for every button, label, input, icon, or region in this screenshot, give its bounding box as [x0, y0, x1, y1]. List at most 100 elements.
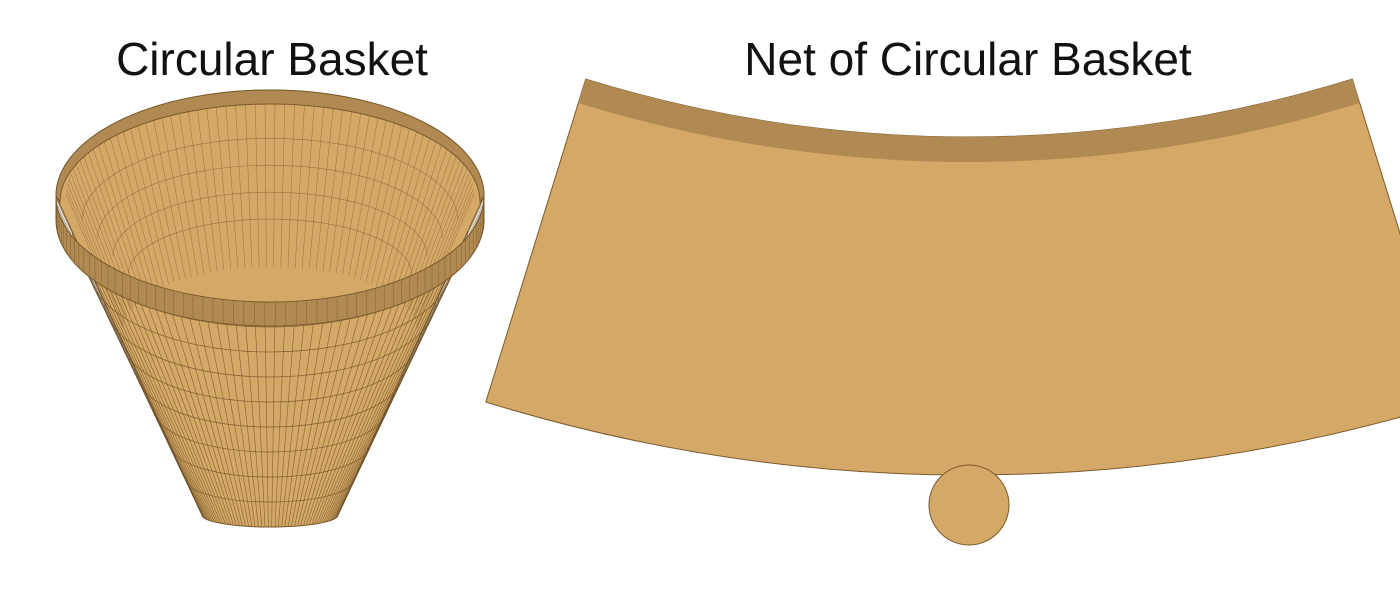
- weave-strip-inner-line: [254, 96, 260, 268]
- weave-strip-inner-line: [385, 134, 432, 292]
- weave-strip-inner-line: [178, 106, 205, 274]
- basket-weave-verticals: [55, 96, 485, 528]
- weave-strip-inner-line: [196, 102, 218, 272]
- weave-strip-inner-line: [129, 123, 169, 285]
- weave-band-arc: [104, 302, 436, 378]
- weave-strip-inner-line: [342, 108, 371, 276]
- weave-strip-inner-line: [348, 111, 380, 277]
- weave-strip-inner-line: [335, 106, 362, 274]
- weave-strip-inner-line: [287, 96, 296, 268]
- weave-strip-line: [287, 298, 328, 527]
- weave-strip-line: [278, 301, 297, 527]
- weave-strip-inner-line: [308, 99, 325, 270]
- weave-strip-inner-line: [371, 123, 411, 285]
- weave-strip-line: [311, 279, 402, 525]
- weave-strip-inner-line: [136, 120, 175, 283]
- weave-strip-inner-line: [380, 130, 425, 289]
- weave-strip-line: [325, 256, 446, 523]
- weave-strip-line: [243, 301, 262, 527]
- weave-strip-inner-line: [108, 134, 155, 292]
- weave-strip-inner-line: [244, 96, 253, 268]
- weave-strip-inner-line: [215, 99, 232, 270]
- net-base-circle: [928, 464, 1010, 546]
- weave-strip-line: [294, 294, 348, 527]
- weave-strip-inner-line: [415, 183, 473, 323]
- weave-strip-line: [253, 301, 266, 527]
- weave-strip-line: [327, 252, 452, 522]
- weave-strip-line: [233, 300, 259, 527]
- weave-strip-line: [83, 248, 212, 522]
- weave-strip-line: [70, 234, 207, 520]
- weave-strip-inner-line: [273, 96, 276, 267]
- basket-rim-strips: [55, 198, 485, 326]
- weave-strip-inner-line: [205, 101, 225, 271]
- weave-band-arc: [88, 266, 452, 353]
- weave-strip-inner-line: [315, 101, 335, 271]
- weave-strip-line: [138, 279, 229, 525]
- weave-band-arc: [136, 373, 404, 428]
- weave-strip-line: [318, 268, 426, 524]
- weave-strip-line: [330, 243, 462, 521]
- weave-strip-line: [74, 238, 209, 520]
- weave-strip-line: [78, 243, 210, 521]
- weave-strip-line: [202, 296, 249, 527]
- weave-strip-inner-line: [365, 120, 404, 283]
- weave-strip-inner-line: [389, 138, 438, 294]
- basket-rim-back: [55, 89, 485, 204]
- weave-band-inner-arc: [81, 138, 459, 221]
- weave-strip-line: [281, 300, 307, 527]
- weave-strip-inner-line: [102, 138, 151, 294]
- weave-strip-inner-line: [67, 183, 125, 323]
- weave-strip-line: [303, 288, 376, 526]
- net-sector: [485, 78, 1400, 476]
- weave-band-inner-arc: [97, 165, 443, 239]
- weave-strip-line: [107, 265, 219, 523]
- weave-strip-line: [271, 301, 276, 528]
- weave-strip-line: [331, 238, 466, 520]
- basket-net: [485, 78, 1400, 546]
- weave-strip-inner-line: [144, 117, 180, 281]
- weave-strip-line: [155, 285, 234, 526]
- weave-strip-line: [274, 301, 287, 527]
- circular-basket: [55, 89, 485, 528]
- weave-strip-line: [94, 256, 215, 523]
- weave-strip-line: [264, 301, 269, 528]
- weave-strip-line: [182, 292, 243, 527]
- weave-strip-inner-line: [97, 142, 147, 297]
- weave-strip-inner-line: [169, 108, 198, 276]
- weave-strip-inner-line: [301, 98, 315, 269]
- weave-strip-line: [328, 248, 457, 522]
- weave-strip-inner-line: [280, 96, 286, 268]
- net-title: Net of Circular Basket: [744, 33, 1192, 85]
- weave-strip-line: [314, 276, 411, 525]
- weave-strip-inner-line: [397, 146, 448, 299]
- weave-strip-line: [316, 272, 418, 524]
- weave-band-inner-arc: [112, 191, 428, 257]
- weave-strip-line: [212, 298, 253, 527]
- basket-weave-bands: [71, 138, 469, 503]
- weave-band-inner-arc: [128, 218, 412, 275]
- weave-strip-line: [284, 299, 318, 527]
- weave-strip-inner-line: [160, 111, 192, 277]
- weave-strip-line: [222, 299, 256, 527]
- weave-strip-line: [88, 252, 213, 522]
- weave-strip-inner-line: [152, 114, 186, 279]
- weave-strip-inner-line: [360, 117, 396, 281]
- basket-title: Circular Basket: [116, 33, 428, 85]
- weave-strip-line: [323, 261, 439, 523]
- weave-strip-line: [306, 285, 385, 526]
- weave-strip-inner-line: [115, 130, 160, 289]
- weave-strip-inner-line: [122, 126, 164, 287]
- weave-band-arc: [120, 337, 420, 403]
- weave-strip-line: [101, 261, 217, 523]
- weave-strip-inner-line: [187, 104, 211, 273]
- weave-strip-inner-line: [225, 98, 239, 269]
- weave-strip-line: [300, 290, 367, 526]
- weave-strip-line: [291, 296, 338, 527]
- weave-strip-inner-line: [92, 146, 143, 299]
- weave-strip-inner-line: [234, 97, 246, 268]
- weave-strip-inner-line: [68, 178, 126, 320]
- weave-strip-line: [297, 292, 358, 527]
- weave-strip-line: [129, 276, 226, 525]
- weave-strip-inner-line: [354, 114, 388, 279]
